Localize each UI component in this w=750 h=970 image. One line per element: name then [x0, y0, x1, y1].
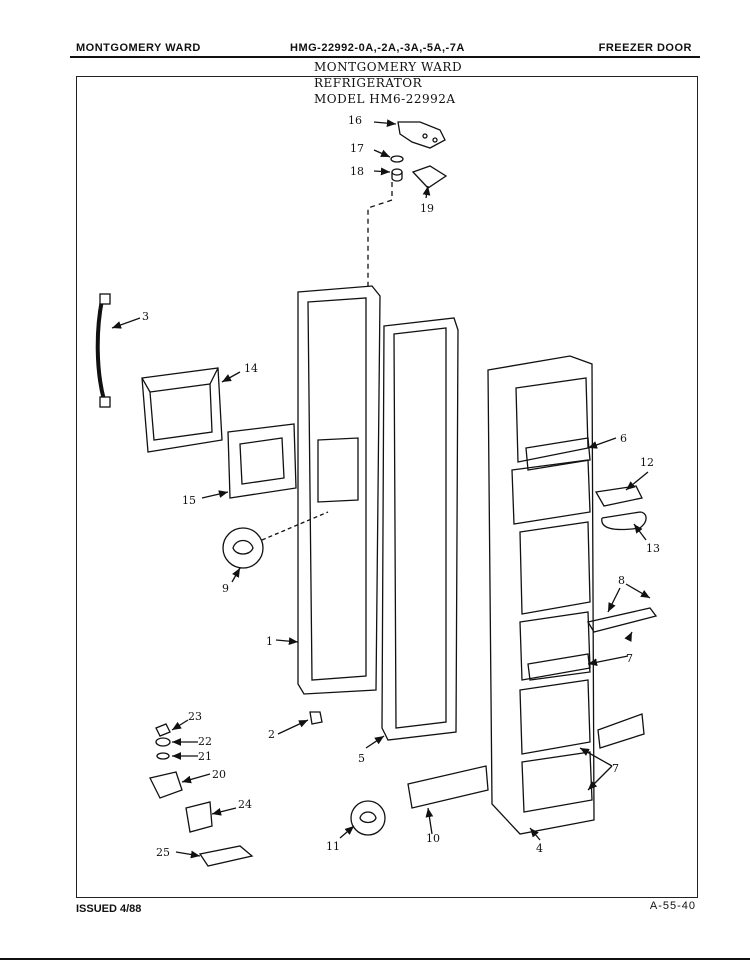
washer-part-22	[155, 737, 171, 747]
callout-4: 4	[536, 842, 543, 855]
callout-6: 6	[620, 432, 627, 445]
callout-19: 19	[420, 202, 434, 215]
plate-part-25	[198, 845, 254, 867]
switch-button-part-9	[222, 527, 264, 569]
callout-1: 1	[266, 635, 273, 648]
bracket-part-13	[601, 511, 647, 531]
callout-13: 13	[646, 542, 660, 555]
callout-14: 14	[244, 362, 258, 375]
callout-2: 2	[268, 728, 275, 741]
bracket-part-24	[185, 801, 213, 833]
button-part-11	[350, 800, 386, 836]
header-brand: MONTGOMERY WARD	[76, 42, 201, 54]
callout-16: 16	[348, 114, 362, 127]
callout-15: 15	[182, 494, 196, 507]
callout-23: 23	[188, 710, 202, 723]
callout-12: 12	[640, 456, 654, 469]
diagram-frame	[76, 76, 698, 898]
callout-8: 8	[618, 574, 625, 587]
callout-7b: 7	[612, 762, 619, 775]
title-product: REFRIGERATOR	[314, 76, 423, 90]
callout-22: 22	[198, 735, 212, 748]
page-code: A-55-40	[649, 900, 696, 912]
title-brand: MONTGOMERY WARD	[314, 60, 463, 74]
callout-5: 5	[358, 752, 365, 765]
callout-3: 3	[142, 310, 149, 323]
header-rule	[70, 56, 700, 58]
washer-part-21	[156, 752, 170, 760]
header-section: FREEZER DOOR	[598, 42, 692, 54]
header-models: HMG-22992-0A,-2A,-3A,-5A,-7A	[290, 42, 465, 54]
issued-date: ISSUED 4/88	[76, 903, 142, 915]
footer-rule	[0, 958, 750, 960]
top-hinge-part-16	[397, 121, 446, 149]
door-frame-part-1	[297, 285, 381, 695]
callout-21: 21	[198, 750, 212, 763]
trim-bar-part-10	[407, 765, 489, 809]
trim-part-8	[586, 607, 658, 633]
shelf-part-6	[525, 437, 591, 471]
callout-25: 25	[156, 846, 170, 859]
door-gasket-part-5	[381, 317, 459, 741]
shim-part-19	[411, 165, 448, 189]
cup-part-12	[594, 485, 643, 507]
callout-20: 20	[212, 768, 226, 781]
callout-11: 11	[326, 840, 340, 853]
callout-24: 24	[238, 798, 252, 811]
door-handle-part-3	[95, 293, 111, 408]
washer-part-17	[390, 155, 404, 163]
panel-part-15	[227, 423, 297, 499]
shelf-part-7a	[527, 653, 591, 681]
title-model: MODEL HM6-22992A	[314, 92, 456, 106]
callout-17: 17	[350, 142, 364, 155]
ice-bucket-part-14	[141, 367, 223, 453]
callout-7a: 7	[626, 652, 633, 665]
callout-18: 18	[350, 165, 364, 178]
bottom-hinge-part-20	[149, 771, 183, 799]
bushing-part-18	[391, 168, 403, 182]
inner-door-part-4	[487, 355, 595, 835]
nut-part-23	[155, 723, 171, 737]
callout-10: 10	[426, 832, 440, 845]
shelf-part-7b	[597, 713, 645, 749]
callout-9: 9	[222, 582, 229, 595]
door-stop-part-2	[309, 711, 323, 725]
